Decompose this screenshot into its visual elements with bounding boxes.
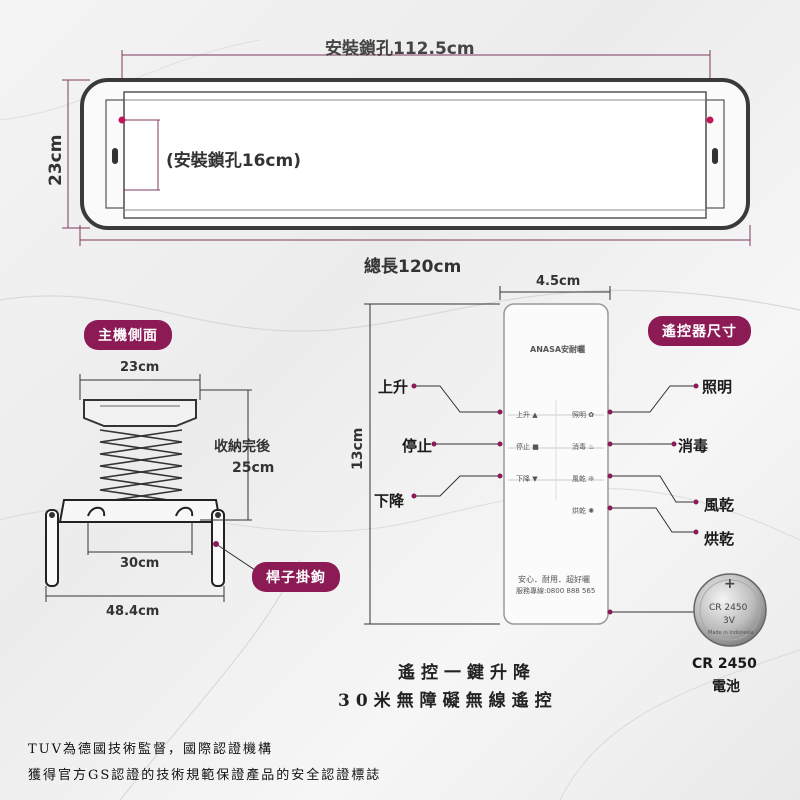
battery-label-model: CR 2450 <box>692 656 757 672</box>
remote-height-label: 13cm <box>350 427 366 470</box>
remote-slogan: 安心．耐用．超好曬 <box>518 575 590 584</box>
footer-line2: 獲得官方GS認證的技術規範保證產品的安全認證標誌 <box>28 768 382 783</box>
battery-label-name: 電池 <box>712 679 740 695</box>
height-label: 23cm <box>46 134 66 186</box>
tagline-line2: 30米無障礙無線遙控 <box>338 691 558 711</box>
remote-width-label: 4.5cm <box>536 274 581 289</box>
mount-hole-inner-label: (安裝鎖孔16cm) <box>166 151 301 171</box>
remote-button-heat-dry[interactable]: 烘乾 ✺ <box>572 507 595 515</box>
side-view-diagram <box>45 374 259 602</box>
callout-air-dry: 風乾 <box>704 496 735 514</box>
footer-line1: TUV為德國技術監督，國際認證機構 <box>28 742 274 757</box>
battery-plus: + <box>724 576 736 592</box>
remote-button-light[interactable]: 照明 ✿ <box>572 411 595 419</box>
battery-icon <box>693 573 767 647</box>
remote-diagram <box>364 286 700 625</box>
side-inner-width: 30cm <box>120 556 160 571</box>
side-outer-width: 48.4cm <box>106 604 160 619</box>
collapsed-value: 25cm <box>232 460 275 476</box>
total-length-label: 總長120cm <box>364 257 462 277</box>
side-top-width: 23cm <box>120 360 160 375</box>
mount-hole-span-label: 安裝鎖孔112.5cm <box>325 39 475 59</box>
callout-stop: 停止 <box>402 437 433 455</box>
callout-sterilize: 消毒 <box>678 437 709 455</box>
callout-light: 照明 <box>702 378 733 396</box>
hook-label: 桿子掛鉤 <box>252 562 340 592</box>
tagline-line1: 遙控一鍵升降 <box>398 663 536 683</box>
callout-heat-dry: 烘乾 <box>704 530 735 548</box>
collapsed-label: 收納完後 <box>214 439 270 455</box>
battery-voltage: 3V <box>723 616 735 626</box>
callout-up: 上升 <box>378 378 409 396</box>
top-view-diagram <box>62 50 751 246</box>
callout-down: 下降 <box>374 492 405 510</box>
battery-model-on-cell: CR 2450 <box>709 603 748 613</box>
remote-brand: ANASA安耐曬 <box>530 345 586 354</box>
remote-button-stop[interactable]: 停止 ■ <box>516 443 539 451</box>
remote-hotline: 服務專線:0800 888 565 <box>516 587 596 595</box>
remote-size-title: 遙控器尺寸 <box>648 316 751 346</box>
remote-button-air-dry[interactable]: 風乾 ❊ <box>572 475 595 483</box>
remote-button-down[interactable]: 下降 ▼ <box>516 475 538 483</box>
remote-button-up[interactable]: 上升 ▲ <box>516 411 538 419</box>
side-view-title: 主機側面 <box>84 320 172 350</box>
remote-button-sterilize[interactable]: 消毒 ♨ <box>572 443 595 451</box>
battery-made-in: Made in Indonesia <box>708 630 754 636</box>
